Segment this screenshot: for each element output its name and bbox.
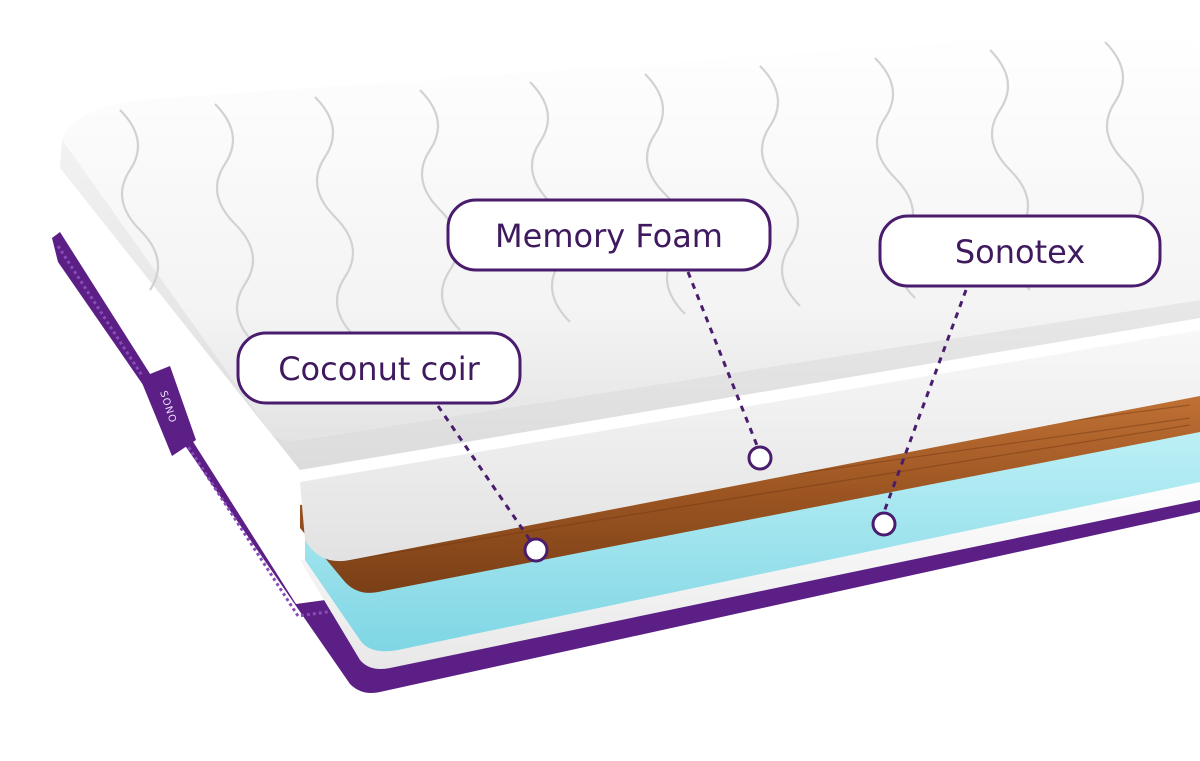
callout-sonotex: Sonotex [880, 216, 1160, 286]
callout-sonotex-label: Sonotex [955, 233, 1085, 271]
coconut-coir-marker [525, 539, 547, 561]
callout-memory-foam-label: Memory Foam [495, 217, 723, 255]
sonotex-marker [873, 513, 895, 535]
callout-memory-foam: Memory Foam [448, 200, 770, 270]
callout-coconut-coir: Coconut coir [238, 333, 520, 403]
callout-coconut-coir-label: Coconut coir [278, 350, 480, 388]
memory-foam-marker [749, 447, 771, 469]
